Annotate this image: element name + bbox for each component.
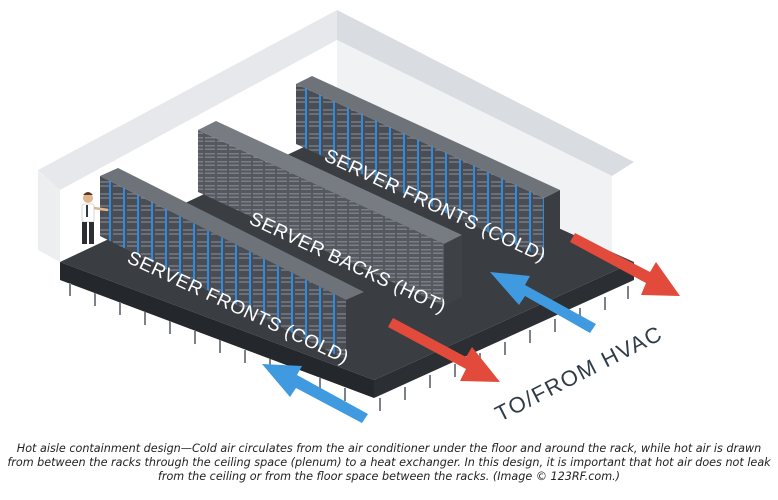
label-to-from-hvac: TO/FROM HVAC [491,320,667,426]
cold-arrow [262,364,368,423]
figure-caption: Hot aisle containment design—Cold air ci… [7,442,771,483]
rack-row-fronts-bottom [100,168,364,360]
rack-row-backs [198,121,462,306]
hot-aisle-containment-diagram: SERVER FRONTS (COLD) SERVER BACKS (HOT) … [38,10,680,426]
floor-pedestals [69,283,629,411]
hot-arrow [388,318,500,382]
technician-figure [81,192,109,244]
rack-row-fronts-top [296,76,560,258]
cold-arrow [490,272,596,333]
hot-arrow [570,233,680,296]
